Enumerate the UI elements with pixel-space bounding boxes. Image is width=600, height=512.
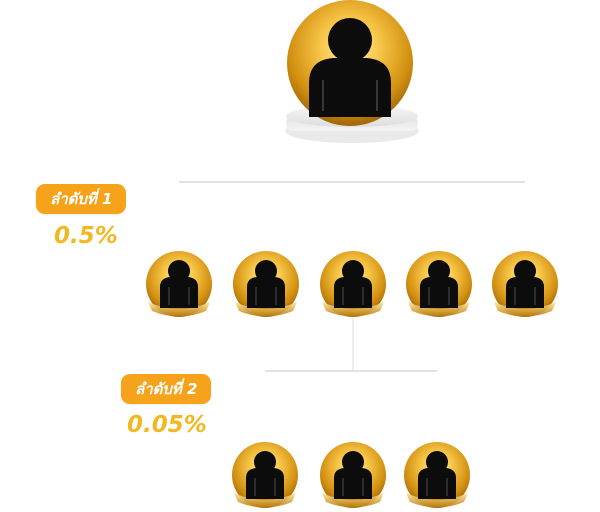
person-icon — [160, 260, 198, 308]
level-1-avatar — [492, 251, 558, 317]
person-icon — [418, 451, 456, 499]
person-icon — [309, 18, 391, 117]
level-1-connectors — [178, 181, 526, 230]
level-2-avatar — [404, 442, 470, 508]
level-1-avatar — [320, 251, 386, 317]
person-icon — [334, 260, 372, 308]
level-2-avatar — [320, 442, 386, 508]
person-icon — [246, 451, 284, 499]
level-2-connectors — [264, 318, 438, 420]
level-1-avatar — [233, 251, 299, 317]
root-avatar — [285, 0, 419, 143]
level-1-badge: ลำดับที่ 1 — [36, 184, 127, 214]
person-icon — [420, 260, 458, 308]
level-2-badge: ลำดับที่ 2 — [121, 374, 212, 404]
level-2-rate: 0.05% — [127, 412, 207, 438]
person-icon — [506, 260, 544, 308]
level-1-rate: 0.5% — [54, 223, 118, 249]
level-1-avatar — [406, 251, 472, 317]
person-icon — [334, 451, 372, 499]
level-1-avatar — [146, 251, 212, 317]
level-2-avatar — [232, 442, 298, 508]
person-icon — [247, 260, 285, 308]
